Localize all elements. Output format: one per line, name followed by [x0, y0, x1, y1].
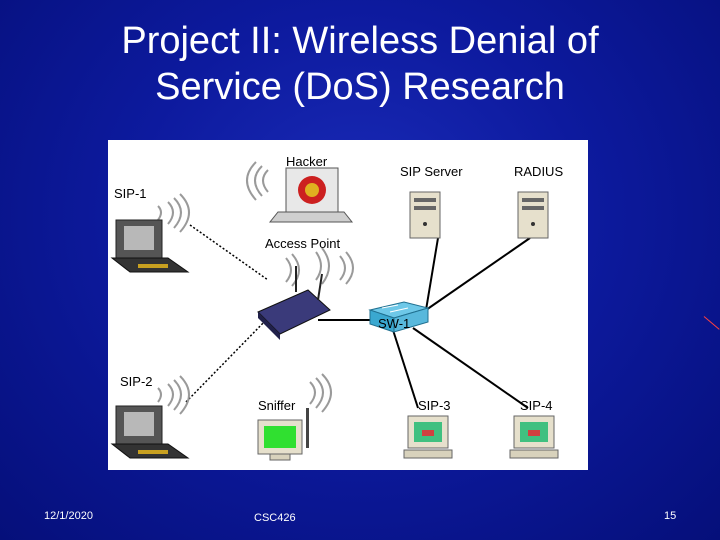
label-switch: SW-1: [378, 316, 411, 331]
label-sip4: SIP-4: [520, 398, 553, 413]
wireless-link-sip1: [189, 224, 269, 281]
link-sw1-sipserver: [425, 237, 439, 311]
label-sniffer: Sniffer: [258, 398, 296, 413]
slide-title: Project II: Wireless Denial of Service (…: [60, 18, 660, 110]
footer-date: 12/1/2020: [44, 510, 93, 522]
diagram-graphics: [110, 161, 559, 461]
sip2-wave-icon: [157, 375, 190, 415]
sniffer-computer-icon: [257, 408, 309, 461]
link-sw1-sip4: [412, 327, 529, 409]
sip1-laptop-icon: [110, 219, 190, 273]
label-hacker: Hacker: [286, 154, 328, 169]
sip-server-icon: [409, 191, 441, 239]
label-sip2: SIP-2: [120, 374, 153, 389]
footer-course: CSC426: [254, 512, 296, 524]
label-sip-server: SIP Server: [400, 164, 463, 179]
sip1-wave-icon: [157, 193, 190, 233]
label-sip1: SIP-1: [114, 186, 147, 201]
hacker-wave-icon: [246, 161, 269, 201]
sniffer-wave-icon: [309, 373, 332, 413]
sip3-computer-icon: [403, 415, 453, 459]
footer-page-number: 15: [664, 510, 677, 522]
switch-icon: [368, 301, 430, 333]
link-sw1-radius: [425, 237, 531, 311]
ap-wave-icon: [285, 247, 354, 287]
radius-server-icon: [517, 191, 549, 239]
sip4-computer-icon: [509, 415, 559, 459]
sip2-laptop-icon: [110, 405, 190, 459]
network-diagram: Hacker SIP Server RADIUS SIP-1 Access Po…: [108, 140, 588, 470]
link-sw1-sip3: [392, 329, 419, 409]
label-access-point: Access Point: [265, 236, 341, 251]
label-sip3: SIP-3: [418, 398, 451, 413]
decorative-line: [703, 316, 720, 330]
label-radius: RADIUS: [514, 164, 564, 179]
wireless-link-sip2: [185, 317, 269, 403]
access-point-icon: [257, 266, 331, 340]
title-line-1: Project II: Wireless Denial of: [121, 20, 599, 62]
title-line-2: Service (DoS) Research: [155, 66, 565, 108]
hacker-laptop-icon: [268, 167, 354, 223]
